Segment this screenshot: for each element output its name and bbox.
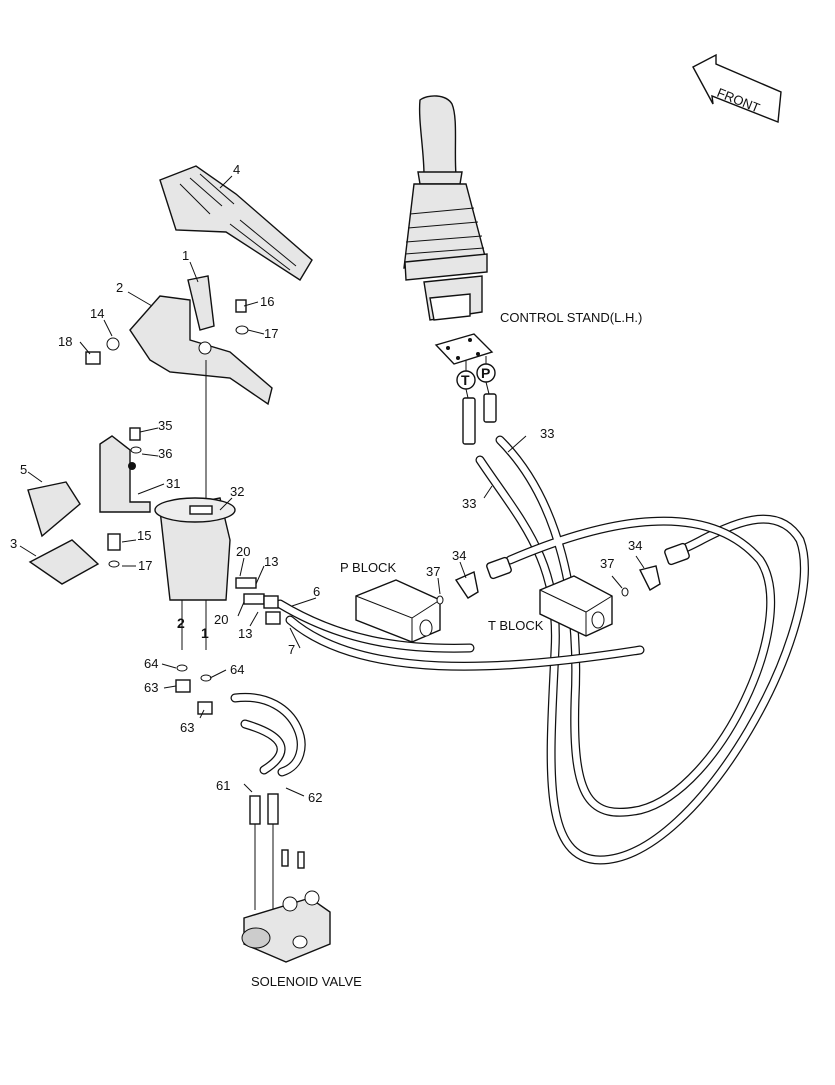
callout-13a: 13 <box>264 554 278 569</box>
callout-13b: 13 <box>238 626 252 641</box>
callout-7: 7 <box>288 642 295 657</box>
port-t-label: T <box>461 372 470 388</box>
p-block-label: P BLOCK <box>340 560 396 575</box>
callout-37a: 37 <box>426 564 440 579</box>
callout-17a: 17 <box>264 326 278 341</box>
front-arrow: FRONT <box>692 53 782 123</box>
callout-32: 32 <box>230 484 244 499</box>
callout-18: 18 <box>58 334 72 349</box>
leader-lines <box>19 175 645 797</box>
p-block: P BLOCK <box>340 560 441 643</box>
small-fittings <box>175 664 213 715</box>
callout-1: 1 <box>182 248 189 263</box>
callout-63b: 63 <box>180 720 194 735</box>
callout-17b: 17 <box>138 558 152 573</box>
callout-20a: 20 <box>236 544 250 559</box>
callout-62: 62 <box>308 790 322 805</box>
callout-61: 61 <box>216 778 230 793</box>
fittings <box>235 542 690 625</box>
t-block-label: T BLOCK <box>488 618 544 633</box>
callout-16: 16 <box>260 294 274 309</box>
callout-64b: 64 <box>230 662 244 677</box>
control-stand: CONTROL STAND(L.H.) <box>403 95 642 365</box>
port-p-label: P <box>481 365 490 381</box>
port-markers: T P <box>456 356 497 445</box>
callout-31: 31 <box>166 476 180 491</box>
callout-4: 4 <box>233 162 240 177</box>
callout-64a: 64 <box>144 656 158 671</box>
callout-34a: 34 <box>452 548 466 563</box>
callout-3: 3 <box>10 536 17 551</box>
callout-35: 35 <box>158 418 172 433</box>
callout-33a: 33 <box>540 426 554 441</box>
callout-37b: 37 <box>600 556 614 571</box>
callout-20b: 20 <box>214 612 228 627</box>
callout-34b: 34 <box>628 538 642 553</box>
callout-6: 6 <box>313 584 320 599</box>
callout-numbers: 1 2 3 4 5 6 7 13 13 14 15 16 17 17 18 20… <box>10 162 642 805</box>
t-block: T BLOCK <box>488 575 613 637</box>
callout-5: 5 <box>20 462 27 477</box>
port-1-label: 1 <box>201 625 209 641</box>
solenoid-valve: SOLENOID VALVE <box>241 793 362 989</box>
solenoid-valve-label: SOLENOID VALVE <box>251 974 362 989</box>
port-2-label: 2 <box>177 615 185 631</box>
callout-36: 36 <box>158 446 172 461</box>
callout-63a: 63 <box>144 680 158 695</box>
callout-33b: 33 <box>462 496 476 511</box>
callout-15: 15 <box>137 528 151 543</box>
control-stand-label: CONTROL STAND(L.H.) <box>500 310 642 325</box>
pilot-valve: 2 1 <box>27 427 236 650</box>
callout-14: 14 <box>90 306 104 321</box>
pedal-assembly <box>85 165 313 514</box>
callout-2: 2 <box>116 280 123 295</box>
